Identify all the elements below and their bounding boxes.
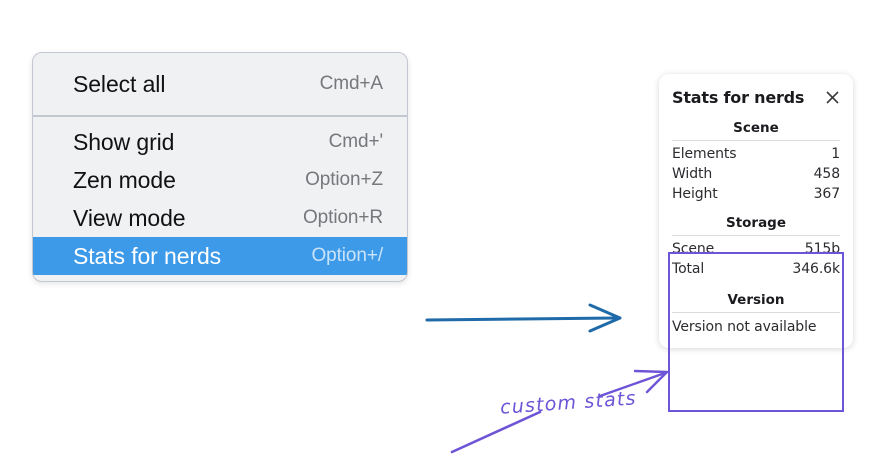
menu-item-shortcut: Option+/	[311, 245, 383, 266]
menu-group-1: Select all Cmd+A	[33, 53, 407, 115]
menu-item-shortcut: Option+Z	[305, 169, 383, 190]
section-title-storage: Storage	[725, 215, 787, 231]
menu-item-label: Stats for nerds	[73, 242, 222, 269]
menu-item-shortcut: Cmd+A	[319, 73, 383, 94]
stat-key: Elements	[672, 146, 737, 162]
stats-for-nerds-panel: Stats for nerds Scene Elements 1 Width 4…	[659, 74, 853, 348]
section-divider	[672, 235, 840, 236]
section-title-scene: Scene	[733, 120, 779, 136]
stats-panel-body: Scene Elements 1 Width 458 Height 367 St…	[659, 117, 853, 336]
menu-item-label: Select all	[73, 70, 166, 97]
menu-item-label: View mode	[73, 204, 186, 231]
stat-row-width: Width 458	[672, 164, 840, 184]
close-icon[interactable]	[824, 89, 841, 106]
stat-key: Height	[672, 186, 718, 202]
context-menu[interactable]: Select all Cmd+A Show grid Cmd+' Zen mod…	[32, 52, 408, 282]
stats-panel-title: Stats for nerds	[672, 88, 805, 107]
stat-key: Width	[672, 166, 713, 182]
menu-item-label: Show grid	[73, 128, 175, 155]
section-divider	[672, 312, 840, 313]
stat-row-total-storage: Total 346.6k	[672, 259, 840, 279]
menu-item-view-mode[interactable]: View mode Option+R	[33, 199, 407, 237]
menu-item-shortcut: Option+R	[303, 207, 383, 228]
purple-underline-annotation	[450, 410, 542, 454]
stats-panel-header: Stats for nerds	[659, 84, 853, 117]
section-divider	[672, 140, 840, 141]
stat-key: Total	[672, 261, 705, 277]
stat-value: 346.6k	[792, 261, 840, 277]
menu-item-show-grid[interactable]: Show grid Cmd+'	[33, 123, 407, 161]
stat-value: 515b	[804, 241, 840, 257]
menu-group-2: Show grid Cmd+' Zen mode Option+Z View m…	[33, 117, 407, 281]
menu-item-label: Zen mode	[73, 166, 176, 193]
stat-value: 458	[813, 166, 841, 182]
section-title-version: Version	[727, 292, 785, 308]
menu-item-shortcut: Cmd+'	[328, 131, 383, 152]
menu-separator	[33, 115, 407, 117]
menu-item-stats-for-nerds[interactable]: Stats for nerds Option+/	[33, 237, 407, 275]
stat-value: 1	[831, 146, 840, 162]
stat-row-scene-storage: Scene 515b	[672, 239, 840, 259]
menu-item-select-all[interactable]: Select all Cmd+A	[33, 65, 407, 103]
handwritten-annotation-label: custom stats	[499, 387, 638, 419]
stat-value: 367	[813, 186, 841, 202]
stat-row-height: Height 367	[672, 184, 840, 204]
stat-key: Scene	[672, 241, 715, 257]
stat-row-elements: Elements 1	[672, 144, 840, 164]
menu-item-zen-mode[interactable]: Zen mode Option+Z	[33, 161, 407, 199]
blue-arrow-annotation	[425, 303, 622, 333]
version-text: Version not available	[672, 319, 817, 335]
